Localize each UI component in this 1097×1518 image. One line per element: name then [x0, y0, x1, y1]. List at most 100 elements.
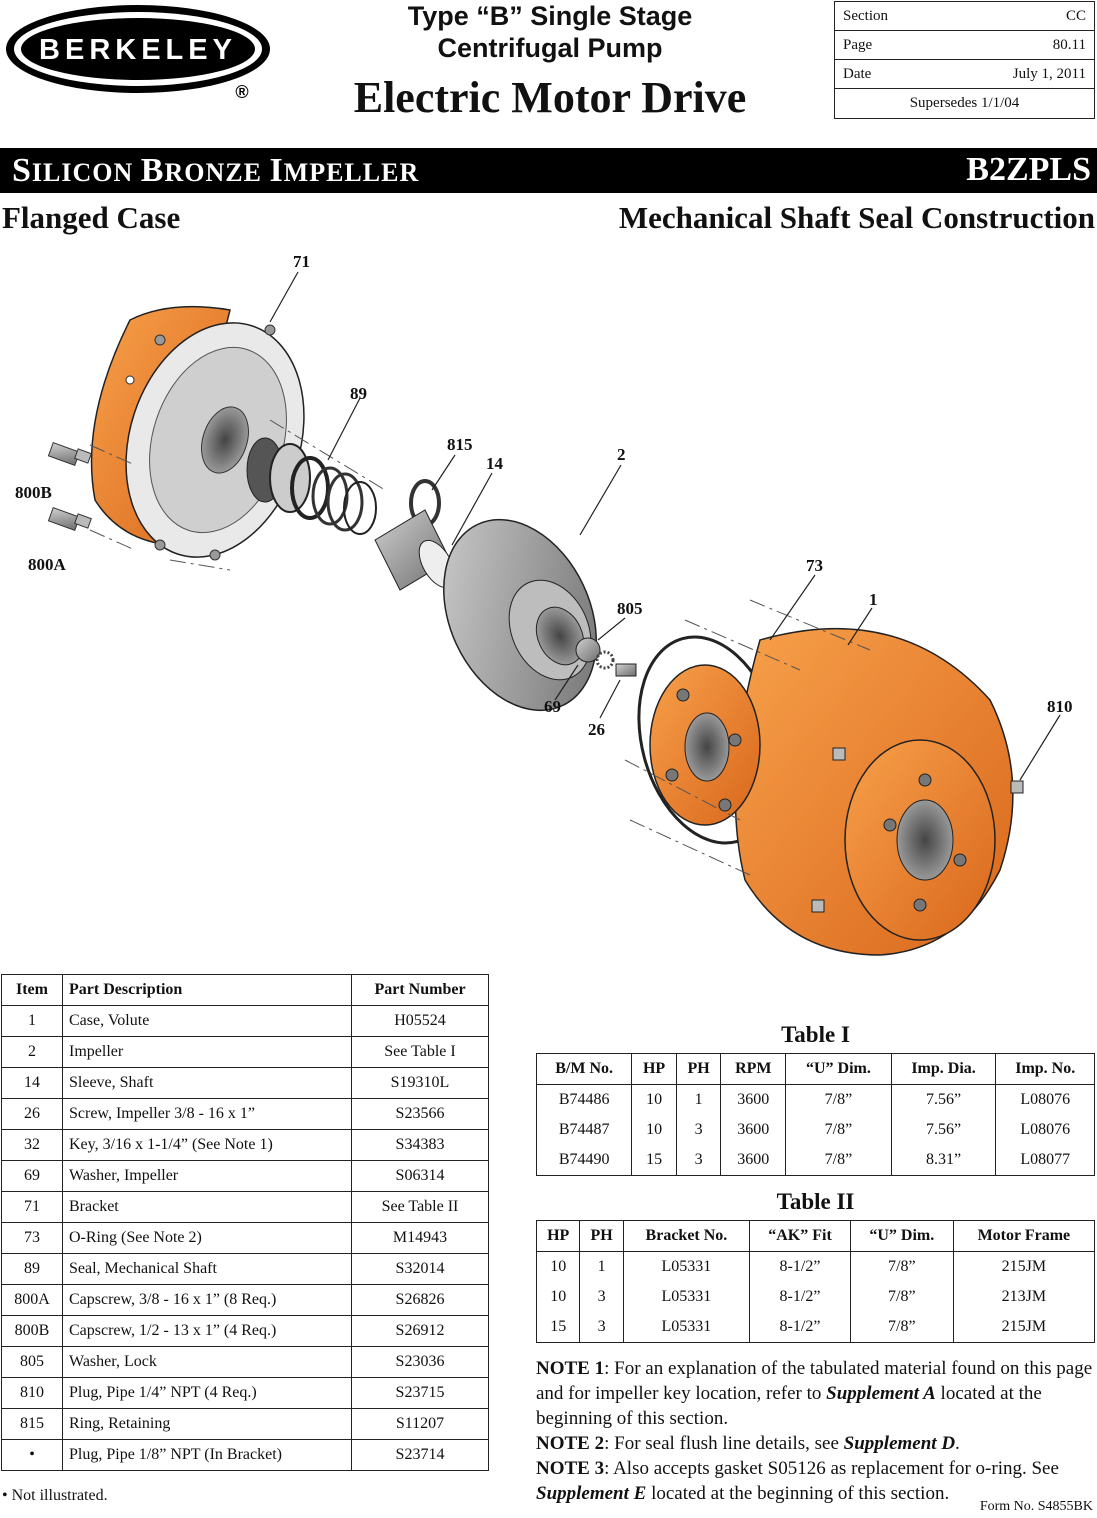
- column-header: Bracket No.: [622, 1220, 751, 1252]
- document-info-box: Section CC Page 80.11 Date July 1, 2011 …: [834, 1, 1095, 119]
- table-cell: Washer, Impeller: [62, 1160, 352, 1192]
- impeller-screw: [615, 663, 637, 677]
- table-cell: Washer, Lock: [62, 1346, 352, 1378]
- callout-810: 810: [1047, 697, 1073, 716]
- column-header: “U” Dim.: [849, 1220, 954, 1252]
- table-cell: 8-1/2”: [749, 1282, 851, 1312]
- callout-26: 26: [588, 720, 605, 739]
- column-header: Motor Frame: [952, 1220, 1096, 1252]
- table-cell: Seal, Mechanical Shaft: [62, 1253, 352, 1285]
- note-2: NOTE 2: For seal flush line details, see…: [536, 1433, 960, 1454]
- registered-mark: ®: [235, 82, 248, 102]
- berkeley-logo: BERKELEY ®: [6, 5, 270, 102]
- table-cell: S26912: [351, 1315, 489, 1347]
- table-cell: 89: [1, 1253, 63, 1285]
- callout-89: 89: [350, 384, 367, 403]
- page-title-block: Type “B” Single Stage Centrifugal Pump: [330, 0, 770, 64]
- table-cell: 3: [675, 1115, 722, 1145]
- capscrew-800a: [47, 506, 92, 532]
- table-cell: L08076: [995, 1084, 1095, 1115]
- table-cell: 1: [675, 1084, 722, 1115]
- callout-73: 73: [806, 556, 823, 575]
- table-cell: 71: [1, 1191, 63, 1223]
- table-cell: Plug, Pipe 1/4” NPT (4 Req.): [62, 1377, 352, 1409]
- centerlines: [89, 419, 871, 876]
- pipe-plugs: [811, 747, 1024, 913]
- page-title: Electric Motor Drive: [353, 73, 747, 122]
- table-cell: 32: [1, 1129, 63, 1161]
- table-cell: Plug, Pipe 1/8” NPT (In Bracket): [62, 1439, 352, 1471]
- table-cell: 10: [535, 1251, 581, 1282]
- callout-14: 14: [486, 454, 504, 473]
- table-cell: 73: [1, 1222, 63, 1254]
- table-cell: 7/8”: [849, 1282, 954, 1312]
- table-cell: S19310L: [351, 1067, 489, 1099]
- page-row: Page 80.11: [835, 31, 1094, 60]
- impeller-washer: [575, 637, 601, 663]
- callout-805: 805: [617, 599, 643, 618]
- table-header-row: Item Part Description Part Number: [1, 974, 489, 1006]
- table-cell: Bracket: [62, 1191, 352, 1223]
- table-cell: 7/8”: [849, 1251, 954, 1282]
- svg-text:BERKELEY: BERKELEY: [39, 34, 237, 66]
- leader-lines: [269, 271, 1061, 781]
- mechanical-seal: [246, 437, 377, 535]
- table-cell: 10: [631, 1115, 677, 1145]
- banner-impeller-title: SILICON BRONZE IMPELLER: [12, 152, 420, 189]
- exploded-pump-diagram: 71 89 815 14 2 800B 800A 73 1 805 69 26 …: [15, 252, 1073, 956]
- table-cell: S23566: [351, 1098, 489, 1130]
- table-cell: S26826: [351, 1284, 489, 1316]
- table-cell: Capscrew, 1/2 - 13 x 1” (4 Req.): [62, 1315, 352, 1347]
- table-cell: 10: [535, 1282, 581, 1312]
- table-cell: H05524: [351, 1005, 489, 1037]
- notes-block: NOTE 1: For an explanation of the tabula…: [536, 1356, 1096, 1506]
- table-cell: 15: [631, 1145, 677, 1176]
- table-cell: O-Ring (See Note 2): [62, 1222, 352, 1254]
- table2-caption: Table II: [776, 1189, 855, 1214]
- table-cell: 7.56”: [890, 1115, 997, 1145]
- callout-1: 1: [869, 590, 878, 609]
- column-header: Imp. No.: [995, 1053, 1095, 1085]
- impeller-part: [443, 518, 597, 712]
- note-3: NOTE 3: Also accepts gasket S05126 as re…: [536, 1458, 1059, 1504]
- table-cell: S23714: [351, 1439, 489, 1471]
- callout-815: 815: [447, 435, 473, 454]
- table-cell: 8-1/2”: [749, 1312, 851, 1343]
- callout-69: 69: [544, 697, 561, 716]
- table-cell: See Table I: [351, 1036, 489, 1068]
- column-header: PH: [579, 1220, 624, 1252]
- table-cell: 800A: [1, 1284, 63, 1316]
- table-cell: S06314: [351, 1160, 489, 1192]
- table-cell: Case, Volute: [62, 1005, 352, 1037]
- table-cell: 1: [1, 1005, 63, 1037]
- table-cell: B74490: [535, 1145, 633, 1176]
- table-cell: 213JM: [952, 1282, 1096, 1312]
- table-cell: 3600: [720, 1115, 787, 1145]
- form-number: Form No. S4855BK: [979, 1499, 1093, 1514]
- table-cell: 815: [1, 1408, 63, 1440]
- table-cell: 3: [675, 1145, 722, 1176]
- table-cell: 7/8”: [849, 1312, 954, 1343]
- table-cell: 8-1/2”: [749, 1251, 851, 1282]
- table-cell: M14943: [351, 1222, 489, 1254]
- volute-case-part: [649, 627, 1014, 956]
- column-header: RPM: [720, 1053, 787, 1085]
- callout-71: 71: [293, 252, 310, 271]
- table-cell: Ring, Retaining: [62, 1408, 352, 1440]
- table-cell: 800B: [1, 1315, 63, 1347]
- table-cell: 15: [535, 1312, 581, 1343]
- table-cell: 26: [1, 1098, 63, 1130]
- table-cell: •: [1, 1439, 63, 1471]
- table-cell: 3600: [720, 1145, 787, 1176]
